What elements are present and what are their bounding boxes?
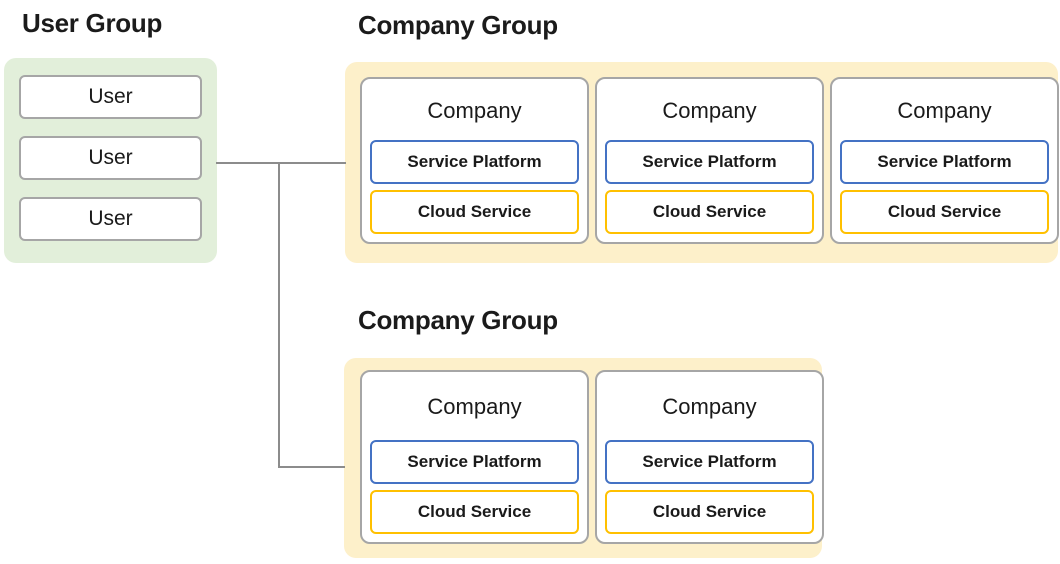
service-platform-node: Service Platform — [370, 440, 579, 484]
service-platform-node: Service Platform — [840, 140, 1049, 184]
company-group-2-title: Company Group — [358, 305, 558, 335]
company-card: Company Service Platform Cloud Service — [595, 77, 824, 244]
user-node: User — [19, 75, 202, 119]
cloud-service-node: Cloud Service — [605, 190, 814, 234]
cloud-service-node: Cloud Service — [840, 190, 1049, 234]
company-title: Company — [662, 394, 757, 419]
company-title: Company — [897, 97, 992, 123]
company-title: Company — [662, 97, 757, 123]
company-card: Company Service Platform Cloud Service — [595, 370, 824, 544]
service-platform-node: Service Platform — [370, 140, 579, 184]
company-title: Company — [427, 97, 522, 123]
service-platform-node: Service Platform — [605, 140, 814, 184]
user-group-title: User Group — [22, 8, 163, 38]
user-group-container: User User User — [4, 58, 217, 263]
service-platform-node: Service Platform — [605, 440, 814, 484]
company-title: Company — [427, 394, 522, 419]
cloud-service-node: Cloud Service — [370, 490, 579, 534]
company-group-2-container: Company Service Platform Cloud Service C… — [344, 358, 824, 558]
connector-usergroup-to-group1 — [216, 162, 346, 164]
company-card: Company Service Platform Cloud Service — [360, 370, 589, 544]
connector-branch-to-group2 — [278, 466, 345, 468]
connector-vertical-branch — [278, 162, 280, 467]
company-group-1-title: Company Group — [358, 10, 558, 40]
company-group-1-container: Company Service Platform Cloud Service C… — [345, 62, 1059, 263]
cloud-service-node: Cloud Service — [605, 490, 814, 534]
user-node: User — [19, 136, 202, 180]
company-card: Company Service Platform Cloud Service — [360, 77, 589, 244]
user-node: User — [19, 197, 202, 241]
cloud-service-node: Cloud Service — [370, 190, 579, 234]
company-card: Company Service Platform Cloud Service — [830, 77, 1059, 244]
